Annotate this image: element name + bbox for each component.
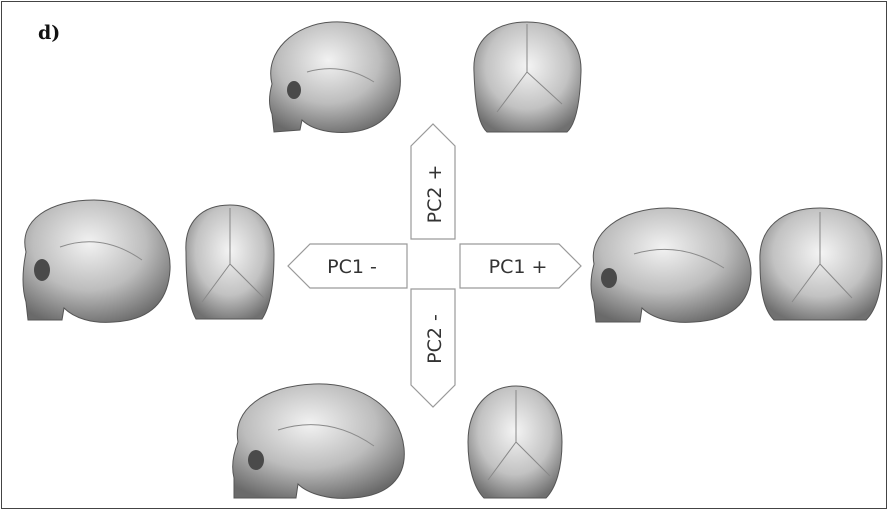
pc2-minus-arrow: PC2 - (411, 289, 455, 407)
skull-posterior-icon-right (760, 208, 882, 320)
skull-posterior-icon-bottom (468, 386, 562, 498)
skull-lateral-icon-left (23, 200, 170, 322)
skull-lateral-icon-right (591, 208, 751, 322)
pc1-plus-label: PC1 + (489, 256, 548, 278)
pc2-plus-label: PC2 + (424, 165, 446, 224)
skull-lateral-icon-bottom (233, 384, 405, 498)
skull-posterior-icon-left (186, 205, 274, 319)
pc1-plus-arrow: PC1 + (460, 244, 581, 288)
skull-lateral-icon-top (270, 22, 401, 133)
pc1-minus-arrow: PC1 - (288, 244, 407, 288)
pc1-minus-label: PC1 - (327, 256, 377, 278)
skull-posterior-icon-top (474, 22, 581, 132)
panel-label: d) (38, 22, 60, 44)
pc2-plus-arrow: PC2 + (411, 124, 455, 239)
pc2-minus-label: PC2 - (424, 314, 446, 364)
